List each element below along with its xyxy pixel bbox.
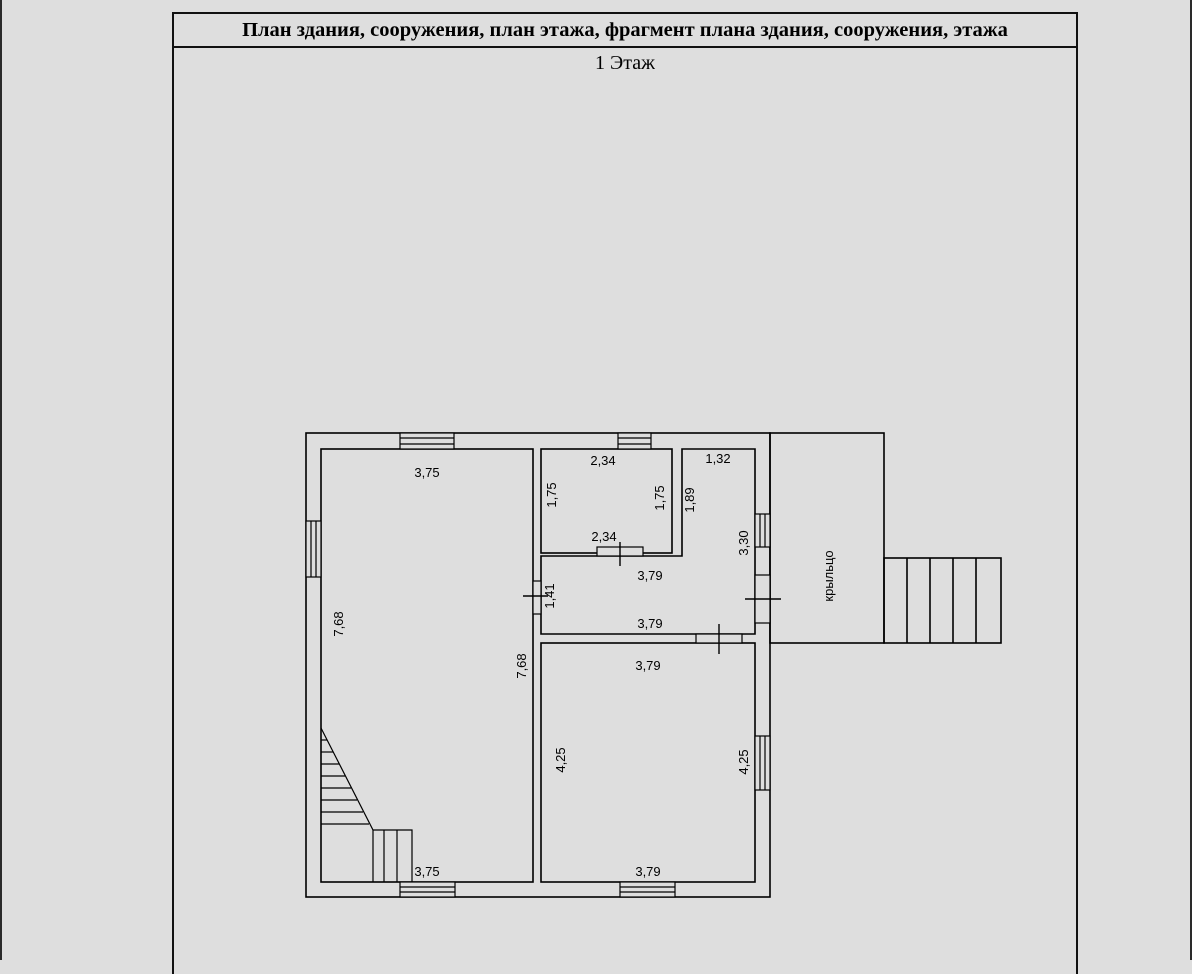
room-bottom-outline	[540, 642, 756, 883]
door-left-room	[532, 580, 542, 615]
window-top-left	[399, 432, 455, 450]
door-markers	[523, 542, 781, 654]
corridor-outline	[540, 448, 756, 635]
dim-corridor-right: 3,30	[736, 530, 751, 555]
window-left	[305, 520, 322, 578]
dim-corridor-top: 3,79	[637, 568, 662, 583]
window-bottom-right	[619, 881, 676, 898]
sheet-title: План здания, сооружения, план этажа, фра…	[174, 14, 1076, 48]
plan-sheet: План здания, сооружения, план этажа, фра…	[172, 12, 1078, 974]
staircase	[320, 727, 413, 882]
dim-corner-room-top: 1,32	[705, 451, 730, 466]
porch-outline	[769, 432, 885, 644]
dim-small-room-bottom: 2,34	[591, 529, 616, 544]
dim-bottom-room-top: 3,79	[635, 658, 660, 673]
dim-small-room-right: 1,75	[652, 485, 667, 510]
window-right-upper	[754, 513, 771, 548]
window-bottom-left	[399, 881, 456, 898]
screen-edge-right	[1190, 0, 1192, 960]
porch-label: крыльцо	[821, 550, 836, 601]
outer-wall	[305, 432, 771, 898]
window-right-lower	[754, 735, 771, 791]
dim-bottom-room-right: 4,25	[736, 749, 751, 774]
screen-edge-left	[0, 0, 2, 960]
floor-label: 1 Этаж	[595, 52, 655, 74]
dim-left-room-top: 3,75	[414, 465, 439, 480]
dim-corner-room-left: 1,89	[682, 487, 697, 512]
dim-small-room-left: 1,75	[544, 482, 559, 507]
dim-corridor-left: 1,41	[542, 583, 557, 608]
room-left-outline	[320, 448, 534, 883]
dim-corridor-bottom: 3,79	[637, 616, 662, 631]
window-top-middle	[617, 432, 652, 450]
dim-bottom-room-bottom: 3,79	[635, 864, 660, 879]
dim-left-room-bottom: 3,75	[414, 864, 439, 879]
dim-left-room-left: 7,68	[331, 611, 346, 636]
dim-small-room-top: 2,34	[590, 453, 615, 468]
dim-left-room-right: 7,68	[514, 653, 529, 678]
porch-steps	[883, 557, 1002, 644]
dim-bottom-room-left: 4,25	[553, 747, 568, 772]
